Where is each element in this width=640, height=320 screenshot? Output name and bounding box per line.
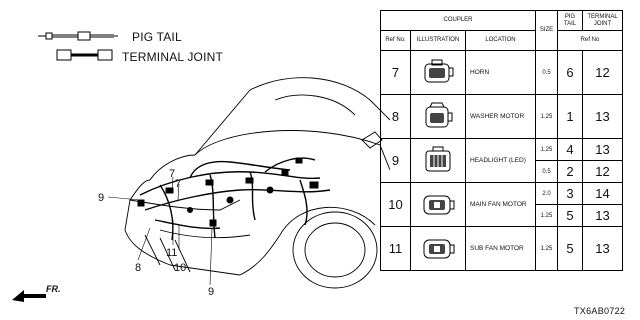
callout-10: 10	[174, 262, 187, 274]
table-row: 10 MAIN FAN MOTOR 2.0 3 14	[380, 182, 623, 227]
callout-9-bottom: 9	[208, 286, 215, 298]
sub-fan-motor-connector-icon	[423, 239, 455, 258]
wire-size: 0.5	[535, 50, 558, 95]
location-text: HEADLIGHT (LED)	[465, 138, 536, 183]
header-pigtail: PIG TAIL	[557, 10, 583, 31]
terminal-joint-ref: 13	[582, 226, 623, 271]
header-location: LOCATION	[465, 30, 536, 51]
wire-size: 1.25	[535, 94, 558, 139]
connector-illustration	[410, 138, 466, 183]
wire-size: 2.0	[535, 182, 558, 205]
front-direction-label: FR.	[46, 284, 61, 294]
ref-number: 11	[380, 226, 411, 271]
ref-number: 8	[380, 94, 411, 139]
table-row: 9 HEADLIGHT (LED) 1.25 4 13	[380, 138, 623, 183]
connector-illustration	[410, 226, 466, 271]
coupler-table: COUPLER SIZE PIG TAIL TERMINAL JOINT Ref…	[380, 10, 623, 271]
table-row: 8 WASHER MOTOR 1.25 1 13	[380, 94, 623, 139]
terminal-joint-ref: 13	[582, 204, 623, 227]
pigtail-legend-label: PIG TAIL	[132, 30, 182, 44]
header-coupler: COUPLER	[380, 10, 536, 31]
pigtail-ref: 2	[557, 160, 583, 183]
terminal-joint-legend-icon	[56, 49, 113, 61]
connector-illustration	[410, 182, 466, 227]
horn-connector-icon	[424, 59, 454, 82]
terminal-joint-ref: 12	[582, 160, 623, 183]
table-row: 7 HORN 0.5 6 12	[380, 50, 623, 95]
table-row: 0.5 2 12	[381, 160, 623, 183]
location-text: HORN	[465, 50, 536, 95]
headlight-connector-icon	[425, 146, 451, 171]
terminal-joint-ref: 13	[582, 138, 623, 161]
callout-8: 8	[135, 262, 142, 274]
terminal-joint-ref: 13	[582, 94, 623, 139]
ref-number: 9	[380, 138, 411, 183]
ref-number: 7	[380, 50, 411, 95]
callout-9-left: 9	[98, 192, 105, 204]
pigtail-ref: 5	[557, 226, 583, 271]
wire-size: 1.25	[535, 204, 558, 227]
callout-7-a: 7	[169, 168, 176, 180]
location-text: SUB FAN MOTOR	[465, 226, 536, 271]
wire-size: 1.25	[535, 138, 558, 161]
terminal-joint-legend-label: TERMINAL JOINT	[122, 50, 224, 64]
connector-illustration	[410, 50, 466, 95]
wire-size: 0.5	[535, 160, 558, 183]
location-text: MAIN FAN MOTOR	[465, 182, 536, 227]
pigtail-legend-icon	[38, 31, 118, 41]
drawing-code: TX6AB0722	[574, 306, 626, 316]
vehicle-engine-bay-diagram	[107, 77, 390, 289]
terminal-joint-ref: 14	[582, 182, 623, 205]
callout-7-b: 7	[175, 178, 182, 190]
header-size: SIZE	[535, 10, 558, 51]
header-ref-no-right: Ref No	[557, 30, 623, 51]
terminal-joint-ref: 12	[582, 50, 623, 95]
connector-illustration	[410, 94, 466, 139]
location-text: WASHER MOTOR	[465, 94, 536, 139]
pigtail-ref: 5	[557, 204, 583, 227]
header-terminal-joint: TERMINAL JOINT	[582, 10, 623, 31]
pigtail-ref: 6	[557, 50, 583, 95]
header-ref-no: Ref No.	[380, 30, 411, 51]
table-row: 11 SUB FAN MOTOR 1.25 5 13	[380, 226, 623, 271]
pigtail-ref: 4	[557, 138, 583, 161]
front-direction-arrow-icon	[12, 290, 46, 302]
pigtail-ref: 1	[557, 94, 583, 139]
main-fan-motor-connector-icon	[423, 195, 455, 214]
ref-number: 10	[380, 182, 411, 227]
pigtail-ref: 3	[557, 182, 583, 205]
header-illustration: ILLUSTRATION	[410, 30, 466, 51]
wire-size: 1.25	[535, 226, 558, 271]
washer-motor-connector-icon	[425, 102, 453, 127]
callout-11: 11	[166, 247, 178, 259]
